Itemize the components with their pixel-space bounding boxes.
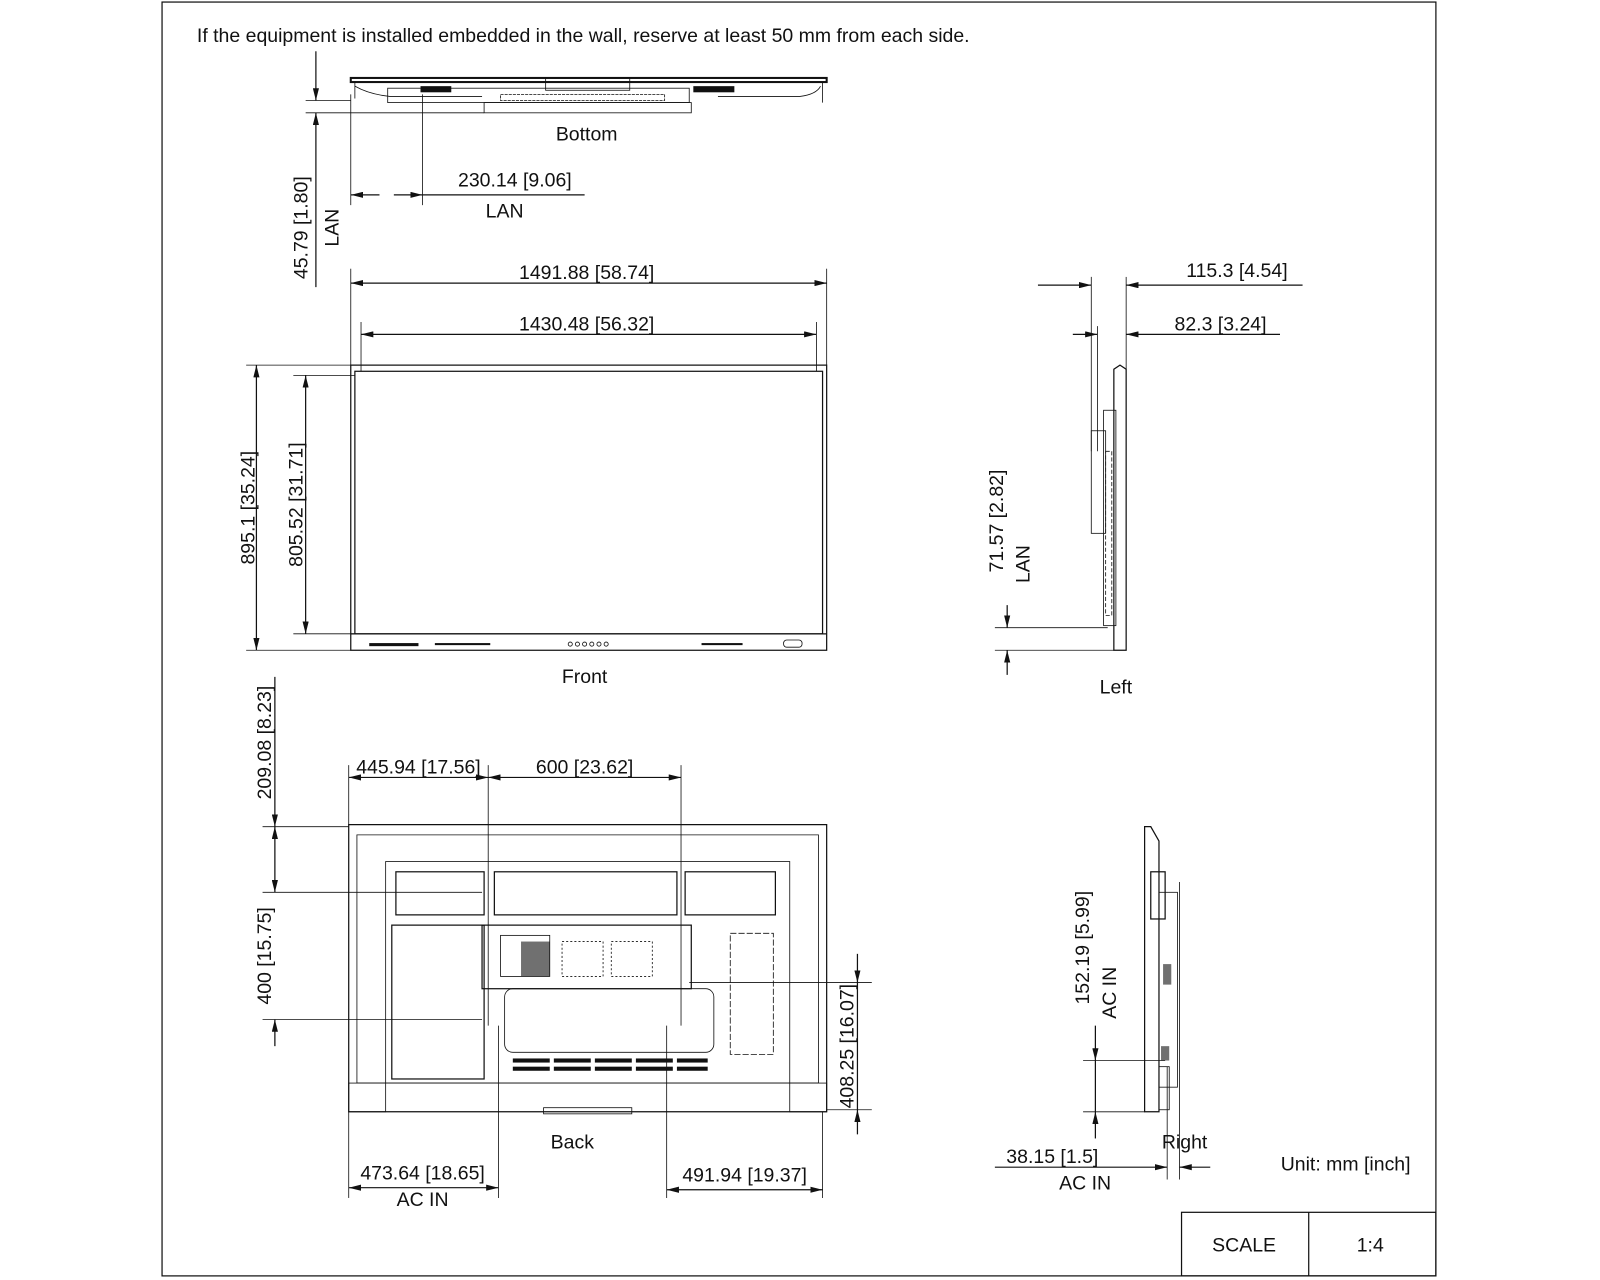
left-view-label: Left <box>1100 676 1133 698</box>
installation-note: If the equipment is installed embedded i… <box>197 25 970 47</box>
right-acin-height-tag: AC IN <box>1099 967 1121 1019</box>
back-vesa-horizontal-dim: 600 [23.62] <box>536 756 633 778</box>
right-view-label: Right <box>1162 1132 1208 1154</box>
left-depth-outer-dim: 115.3 [4.54] <box>1186 260 1287 282</box>
left-lan-dim: 71.57 [2.82] <box>986 470 1008 573</box>
bottom-lan-dim: 230.14 [9.06] <box>458 170 572 192</box>
front-view-label: Front <box>562 666 608 688</box>
left-lan-tag: LAN <box>1013 545 1035 583</box>
front-height-outer-dim: 895.1 [35.24] <box>237 451 259 565</box>
front-height-inner-dim: 805.52 [31.71] <box>286 442 308 566</box>
right-acin-height-dim: 152.19 [5.99] <box>1072 891 1094 1005</box>
bottom-view: 45.79 [1.80] LAN 230.14 [9.06] LAN Botto… <box>291 51 828 288</box>
right-acin-depth-dim: 38.15 [1.5] <box>1006 1146 1098 1168</box>
bottom-height-dim: 45.79 [1.80] <box>291 176 313 279</box>
back-view: 209.08 [8.23] 400 [15.75] 445.94 [17.56]… <box>254 676 872 1211</box>
scale-label: SCALE <box>1212 1234 1276 1256</box>
drawing-frame <box>161 1 1437 1277</box>
unit-note: Unit: mm [inch] <box>1281 1153 1411 1175</box>
back-left-dim: 445.94 [17.56] <box>356 756 481 778</box>
scale-value: 1:4 <box>1357 1234 1384 1256</box>
back-top-dim: 209.08 [8.23] <box>254 686 276 800</box>
left-depth-inner-dim: 82.3 [3.24] <box>1175 313 1267 335</box>
back-right-dim: 491.94 [19.37] <box>682 1165 807 1187</box>
right-view: 152.19 [5.99] AC IN 38.15 [1.5] AC IN Ri… <box>994 826 1211 1195</box>
back-bottom-dim: 408.25 [16.07] <box>836 984 858 1108</box>
back-view-label: Back <box>551 1132 595 1154</box>
back-vesa-vertical-dim: 400 [15.75] <box>254 907 276 1004</box>
bottom-lan-tag: LAN <box>486 200 524 222</box>
front-view: 1491.88 [58.74] 1430.48 [56.32] 895.1 [3… <box>237 262 828 688</box>
left-view: 115.3 [4.54] 82.3 [3.24] 71.57 [2.82] LA… <box>986 260 1303 698</box>
scale-box: SCALE 1:4 <box>1180 1211 1437 1277</box>
front-width-inner-dim: 1430.48 [56.32] <box>519 313 654 335</box>
bottom-view-label: Bottom <box>556 124 618 146</box>
back-acin-left-tag: AC IN <box>397 1189 449 1211</box>
front-width-outer-dim: 1491.88 [58.74] <box>519 262 654 284</box>
back-acin-left-dim: 473.64 [18.65] <box>360 1162 485 1184</box>
bottom-height-tag: LAN <box>321 209 343 247</box>
right-acin-depth-tag: AC IN <box>1059 1173 1111 1195</box>
